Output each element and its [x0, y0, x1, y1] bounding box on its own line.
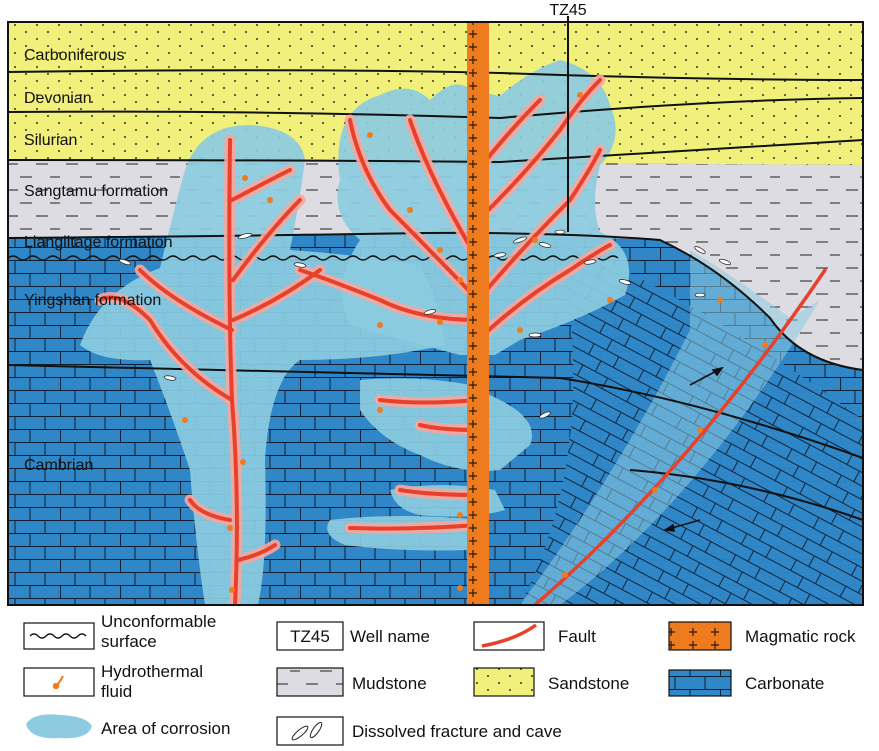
legend-sandstone: Sandstone: [474, 668, 629, 696]
label-yingshan: Yingshan formation: [24, 292, 161, 309]
legend-corrosion-label: Area of corrosion: [101, 719, 230, 738]
legend-hydrothermal-line1: Hydrothermal: [101, 662, 203, 681]
label-cambrian: Cambrian: [24, 457, 93, 474]
legend-corrosion: Area of corrosion: [26, 714, 230, 738]
label-carboniferous: Carboniferous: [24, 47, 125, 64]
legend-dissolved-label: Dissolved fracture and cave: [352, 722, 562, 741]
legend-fault-label: Fault: [558, 627, 596, 646]
legend-well: TZ45 Well name: [277, 622, 430, 650]
legend-carbonate-label: Carbonate: [745, 674, 824, 693]
legend-well-box-text: TZ45: [290, 627, 330, 646]
legend-hydrothermal: Hydrothermal fluid: [24, 662, 208, 701]
label-lianglitage: Lianglitage formation: [24, 234, 173, 251]
sandstone-icon: [474, 668, 534, 696]
corrosion-icon: [26, 714, 92, 738]
legend-mudstone: Mudstone: [277, 668, 427, 696]
label-devonian: Devonian: [24, 90, 92, 107]
legend-magmatic: Magmatic rock: [669, 622, 856, 650]
legend-unconformable-line2: surface: [101, 632, 157, 651]
section-body: [8, 22, 863, 605]
label-silurian: Silurian: [24, 132, 77, 149]
magmatic-intrusion: [467, 22, 489, 605]
legend-sandstone-label: Sandstone: [548, 674, 629, 693]
mudstone-icon: [277, 668, 343, 696]
magmatic-icon: [669, 622, 731, 650]
legend-unconformable: Unconformable surface: [24, 612, 221, 651]
legend-well-label: Well name: [350, 627, 430, 646]
legend-fault: Fault: [474, 622, 596, 650]
legend-hydrothermal-label: Hydrothermal fluid: [101, 662, 208, 701]
carbonate-icon: [669, 670, 731, 696]
legend-unconformable-line1: Unconformable: [101, 612, 216, 631]
well-label: TZ45: [549, 2, 586, 19]
legend-carbonate: Carbonate: [669, 670, 824, 696]
legend-magmatic-label: Magmatic rock: [745, 627, 856, 646]
legend-mudstone-label: Mudstone: [352, 674, 427, 693]
legend-unconformable-label: Unconformable surface: [101, 612, 221, 651]
label-sangtamu: Sangtamu formation: [24, 183, 168, 200]
legend-dissolved: Dissolved fracture and cave: [277, 717, 562, 745]
legend: Unconformable surface TZ45 Well name Fau…: [24, 612, 856, 745]
legend-hydrothermal-line2: fluid: [101, 682, 132, 701]
